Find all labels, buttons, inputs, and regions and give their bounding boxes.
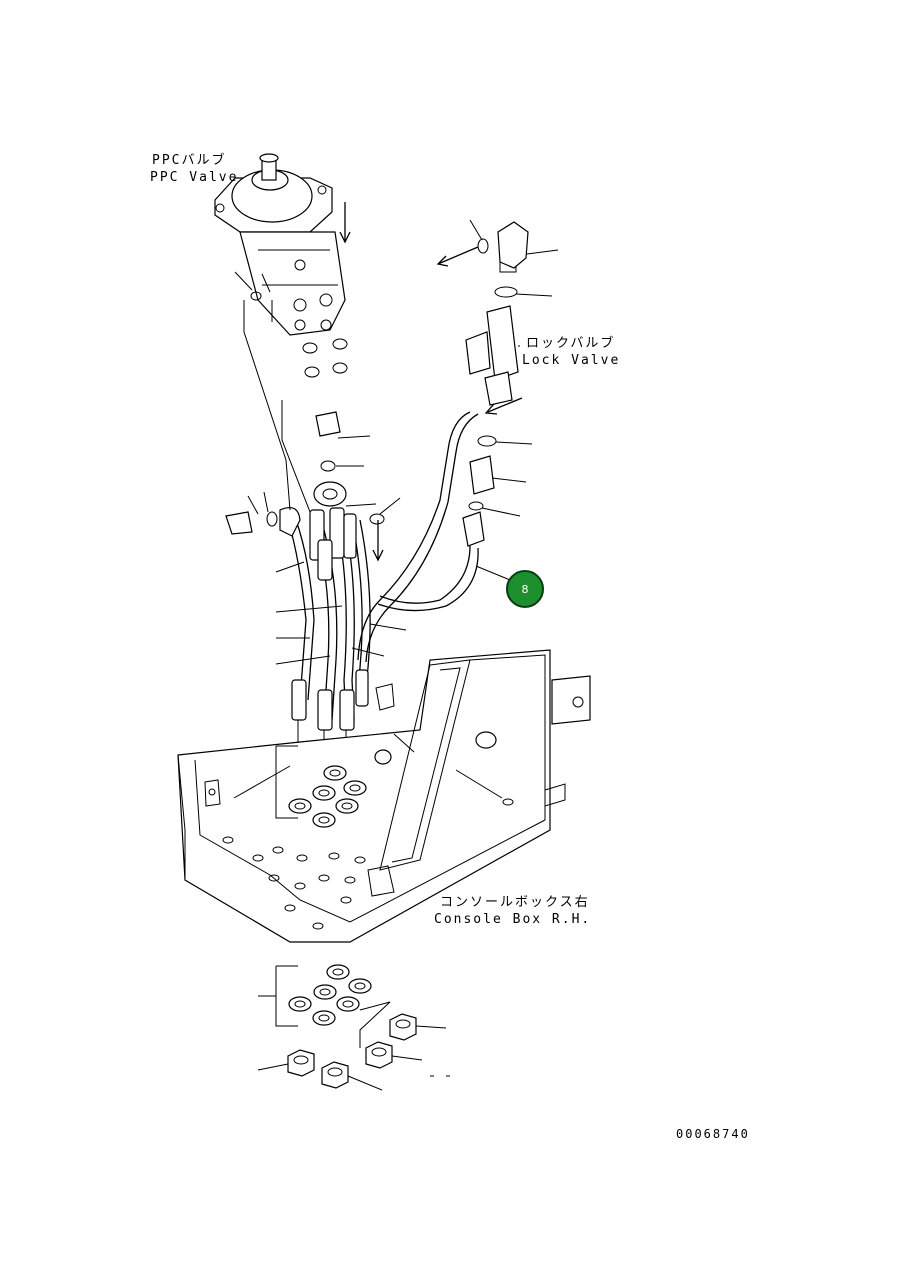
washers-upper-drawing (288, 765, 367, 828)
ppc-valve-label-jp: PPCバルブ (152, 153, 227, 168)
lock-valve-drawing (462, 221, 529, 547)
lock-valve-label-en: Lock Valve (522, 353, 621, 368)
drawing-number: 00068740 (676, 1127, 750, 1141)
hose-fittings-drawing (225, 411, 385, 755)
lock-valve-label-jp: ロックバルブ (526, 336, 616, 351)
ppc-valve-drawing (214, 153, 348, 378)
ppc-valve-label-en: PPC Valve (150, 170, 239, 185)
console-box-drawing (177, 649, 591, 943)
leader-lines (247, 219, 559, 1091)
nuts-drawing (287, 1013, 417, 1089)
console-box-label-jp: コンソールボックス右 (440, 895, 590, 910)
callout-badge-8[interactable]: 8 (506, 570, 544, 608)
console-box-label-en: Console Box R.H. (434, 912, 592, 927)
washers-lower-drawing (288, 964, 372, 1026)
